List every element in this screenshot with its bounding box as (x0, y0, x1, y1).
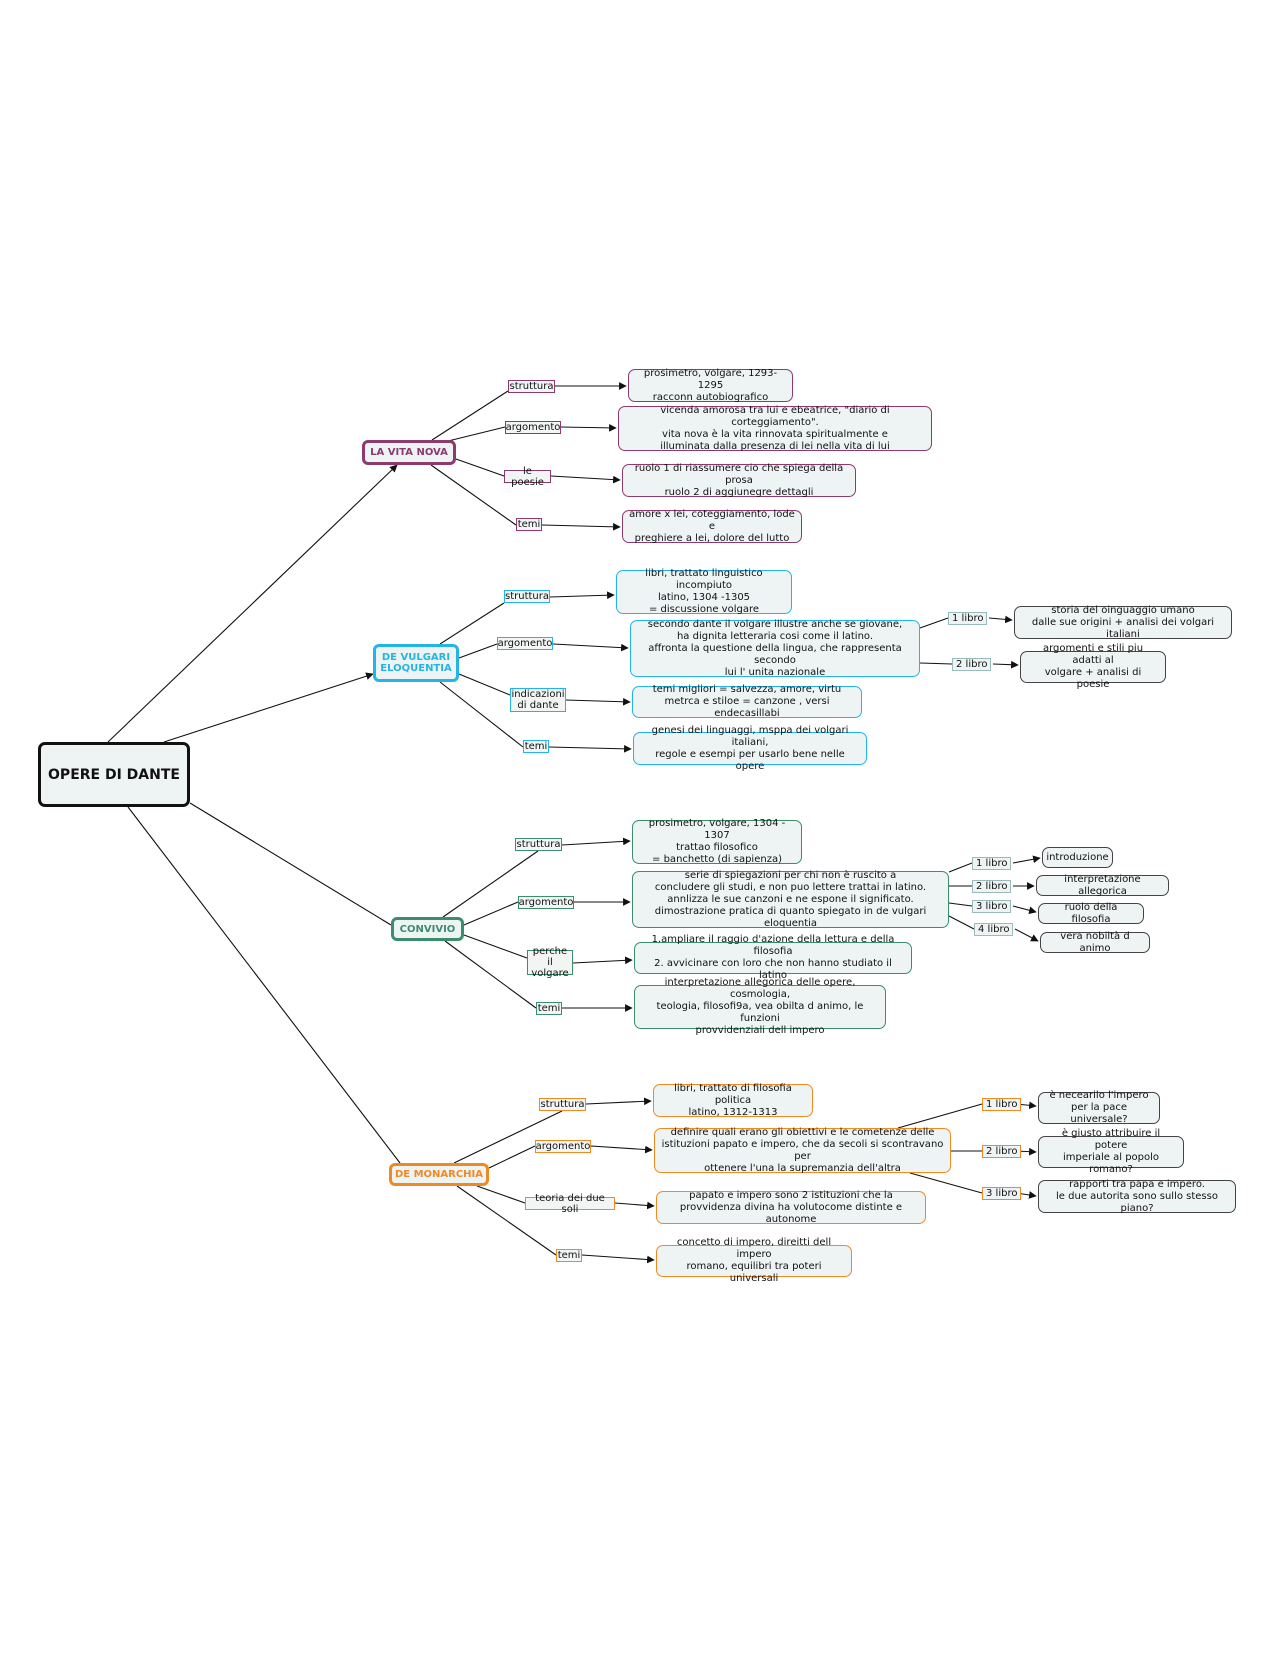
vita-nova-temi-box[interactable]: amore x lei, coteggiamento, lode e pregh… (622, 509, 802, 544)
monarchia-book-3-label: 3 libro (982, 1187, 1022, 1200)
c-cv-1 (442, 850, 539, 918)
a-vn-2 (560, 424, 617, 432)
c-mo-b1 (897, 1103, 983, 1129)
c-dv-3 (458, 673, 511, 696)
monarchia-argomento-box[interactable]: definire quali erano gli obiettivi e le … (654, 1127, 951, 1174)
a-dv-b2 (992, 660, 1019, 669)
c-cv-b1 (948, 862, 973, 873)
monarchia-temi-box[interactable]: concetto di impero, direitti dell impero… (656, 1237, 852, 1284)
vulgari-indicazioni-box[interactable]: temi migliori = salvezza, amore, virtu m… (632, 684, 862, 719)
vulgari-book-2-label: 2 libro (952, 658, 992, 671)
root-node[interactable]: OPERE DI DANTE (38, 742, 190, 807)
c-mo-3 (476, 1185, 526, 1204)
convivio-perche-box[interactable]: 1.ampliare il raggio d'azione della lett… (634, 934, 912, 981)
c-dv-b2 (919, 662, 953, 665)
a-vn-4 (541, 522, 621, 531)
connector-root-monarchia (127, 806, 401, 1164)
convivio-struttura-box[interactable]: prosimetro, volgare, 1304 - 1307 trattao… (632, 818, 802, 865)
a-mo-4 (581, 1254, 655, 1264)
a-dv-4 (548, 744, 632, 753)
c-mo-4 (456, 1185, 557, 1256)
vulgari-temi-box[interactable]: genesi dei linguaggi, msppa dei volgari … (633, 725, 867, 772)
vita-nova-poesie-box[interactable]: ruolo 1 di riassumere cio che spiega del… (622, 463, 856, 498)
vita-nova-label-poesie: le poesie (504, 466, 551, 488)
convivio-book-2-label: 2 libro (972, 880, 1012, 893)
connector-root-vulgari (163, 672, 374, 743)
monarchia-book-1-label: 1 libro (982, 1098, 1022, 1111)
vulgari-label-struttura: struttura (504, 590, 550, 603)
convivio-argomento-box[interactable]: serie di spiegazioni per chi non è rusci… (632, 870, 949, 929)
c-mo-1 (453, 1110, 563, 1164)
convivio-label-argomento: argomento (518, 896, 574, 909)
monarchia-struttura-box[interactable]: libri, trattato di filosofia politica la… (653, 1083, 813, 1118)
a-mo-1 (585, 1097, 652, 1106)
monarchia-label-teoria: teoria dei due soli (525, 1193, 615, 1215)
vulgari-label-argomento: argomento (497, 637, 553, 650)
vita-nova-label-struttura: struttura (508, 380, 555, 393)
a-dv-1 (549, 591, 615, 600)
vulgari-label-indicazioni: indicazioni di dante (510, 688, 566, 712)
work-de-vulgari-eloquentia[interactable]: DE VULGARI ELOQUENTIA (373, 644, 459, 682)
convivio-book-1-box[interactable]: introduzione (1042, 847, 1113, 868)
monarchia-book-2-box[interactable]: è giusto attribuire il potere imperiale … (1038, 1128, 1184, 1175)
vulgari-book-2-box[interactable]: argomenti e stili piu adatti al volgare … (1020, 643, 1166, 690)
monarchia-label-temi: temi (556, 1249, 582, 1262)
convivio-book-4-box[interactable]: vera nobiltà d animo (1040, 931, 1150, 954)
monarchia-book-1-box[interactable]: è necearilo l'impero per la pace univers… (1038, 1090, 1160, 1125)
monarchia-book-3-box[interactable]: rapporti tra papa e impero. le due autor… (1038, 1179, 1236, 1214)
vulgari-argomento-box[interactable]: secondo dante il volgare illustre anche … (630, 619, 920, 678)
c-vn-1 (431, 390, 509, 441)
c-dv-1 (439, 602, 505, 645)
vulgari-book-1-box[interactable]: storia del oinguaggio umano dalle sue or… (1014, 605, 1232, 640)
convivio-book-1-label: 1 libro (972, 857, 1012, 870)
c-dv-2 (458, 643, 498, 659)
connector-root-convivio (189, 802, 392, 926)
connector-root-vita-nova (107, 464, 398, 743)
convivio-temi-box[interactable]: interpretazione allegorica delle opere, … (634, 977, 886, 1036)
vulgari-struttura-box[interactable]: libri, trattato linguistico incompiuto l… (616, 568, 792, 615)
c-cv-4 (444, 940, 537, 1009)
a-mo-2 (590, 1145, 653, 1154)
c-cv-3 (463, 934, 528, 959)
c-cv-b4 (948, 915, 975, 930)
vita-nova-struttura-box[interactable]: prosimetro, volgare, 1293- 1295 racconn … (628, 368, 793, 403)
a-cv-b4 (1014, 928, 1039, 942)
work-vita-nova[interactable]: LA VITA NOVA (362, 440, 456, 465)
convivio-book-3-label: 3 libro (972, 900, 1012, 913)
a-dv-2 (552, 643, 629, 652)
convivio-book-2-box[interactable]: interpretazione allegorica (1036, 874, 1169, 897)
a-dv-3 (565, 697, 631, 706)
a-cv-b3 (1012, 905, 1037, 914)
convivio-label-struttura: struttura (515, 838, 562, 851)
a-dv-b1 (988, 615, 1013, 624)
a-vn-3 (550, 475, 621, 484)
convivio-book-3-box[interactable]: ruolo della filosofia (1038, 902, 1144, 925)
c-mo-b3 (909, 1172, 983, 1194)
c-vn-3 (455, 458, 505, 477)
a-cv-b1 (1012, 855, 1041, 864)
c-mo-2 (488, 1145, 536, 1169)
a-mo-3 (614, 1201, 655, 1210)
c-dv-b1 (919, 617, 949, 629)
c-cv-b3 (948, 902, 973, 907)
convivio-book-4-label: 4 libro (974, 923, 1014, 936)
c-dv-4 (439, 681, 524, 748)
convivio-label-temi: temi (536, 1002, 562, 1015)
vulgari-label-temi: temi (523, 740, 549, 753)
c-vn-4 (430, 464, 517, 526)
vita-nova-argomento-box[interactable]: vicenda amorosa tra lui e ebeatrice, "di… (618, 405, 932, 452)
monarchia-teoria-box[interactable]: papato e impero sono 2 istituzioni che l… (656, 1190, 926, 1225)
a-cv-3 (572, 956, 633, 965)
monarchia-label-argomento: argomento (535, 1140, 591, 1153)
vita-nova-label-argomento: argomento (505, 421, 561, 434)
a-cv-1 (561, 837, 631, 846)
c-cv-2 (463, 901, 519, 926)
monarchia-book-2-label: 2 libro (982, 1145, 1022, 1158)
work-de-monarchia[interactable]: DE MONARCHIA (389, 1163, 489, 1186)
vulgari-book-1-label: 1 libro (948, 612, 988, 625)
convivio-label-perche: perche il volgare (527, 946, 573, 979)
monarchia-label-struttura: struttura (539, 1098, 586, 1111)
vita-nova-label-temi: temi (516, 518, 542, 531)
work-convivio[interactable]: CONVIVIO (391, 917, 464, 941)
